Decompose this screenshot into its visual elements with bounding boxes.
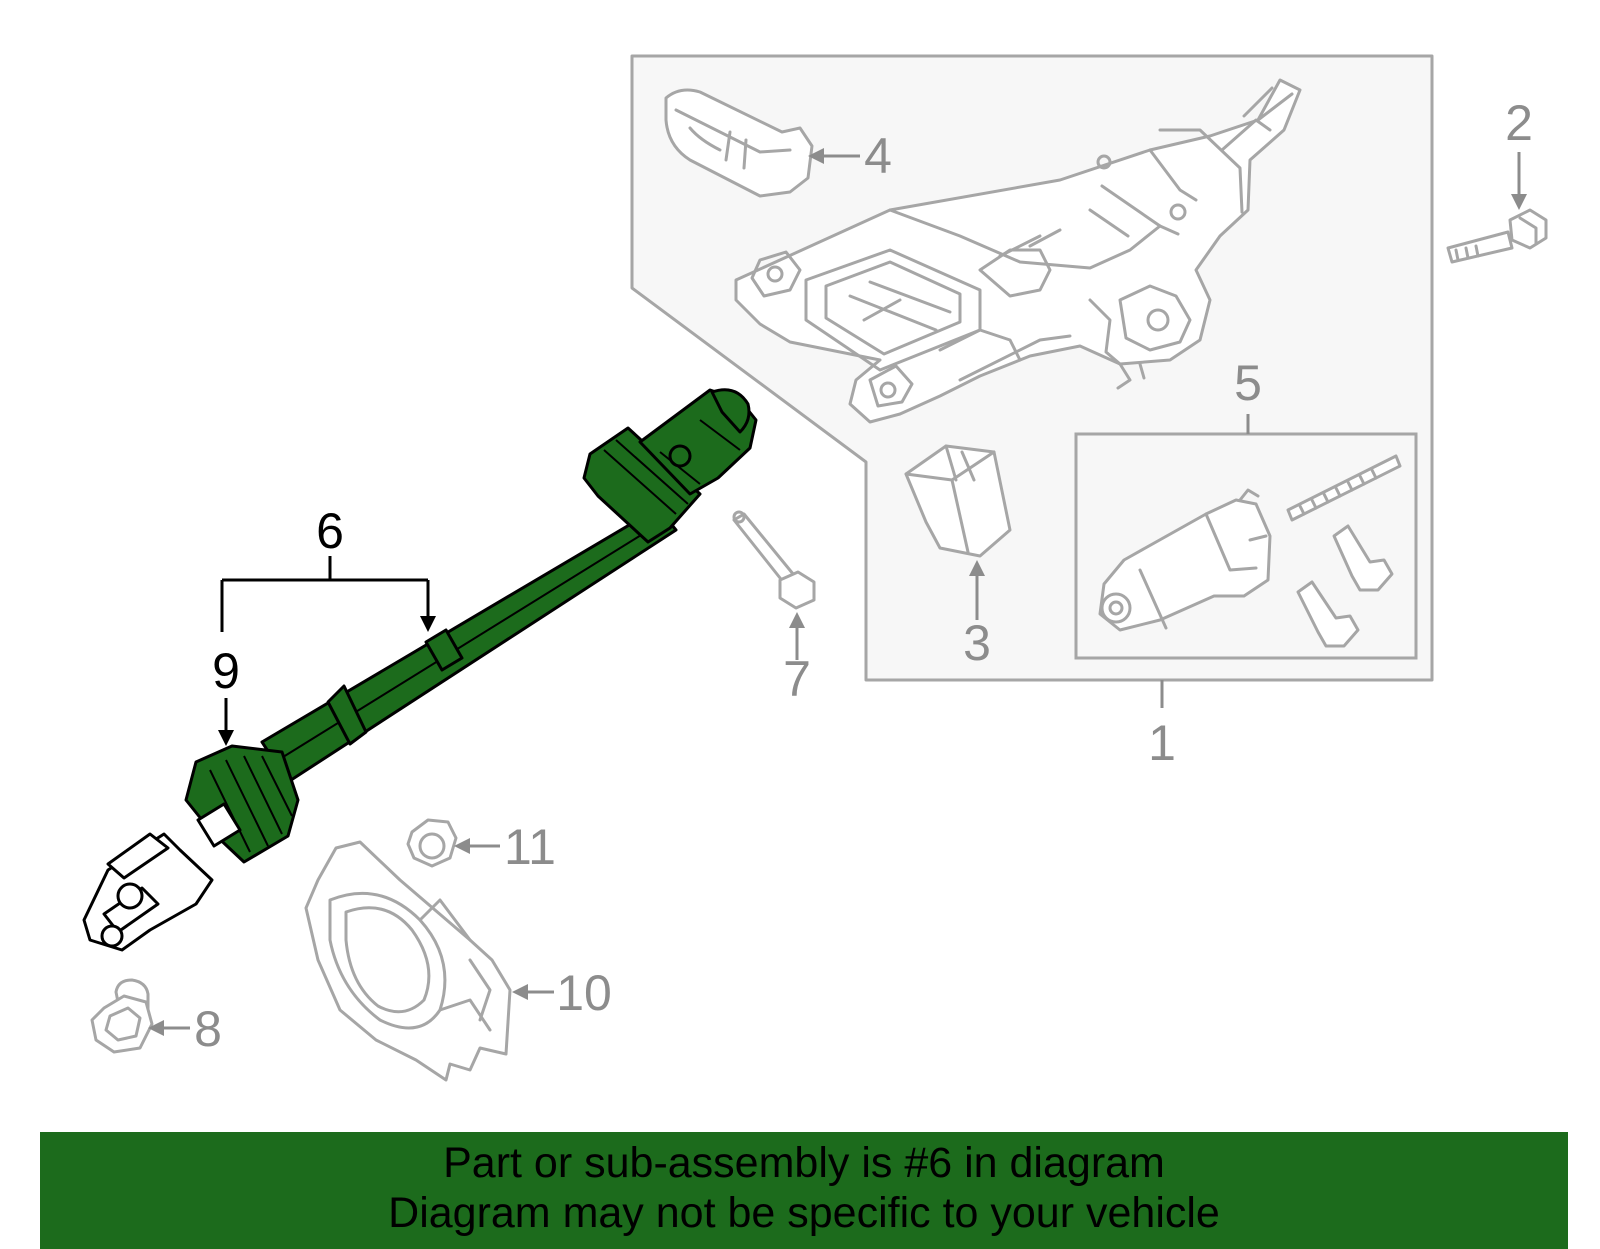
- callout-6: 6: [316, 503, 344, 559]
- part-6-intermediate-shaft: [184, 388, 758, 864]
- callout-7: 7: [783, 651, 811, 707]
- callout-3: 3: [963, 615, 991, 671]
- info-banner: Part or sub-assembly is #6 in diagram Di…: [40, 1132, 1568, 1249]
- callout-8: 8: [194, 1001, 222, 1057]
- callout-9: 9: [212, 643, 240, 699]
- callout-4: 4: [864, 128, 892, 184]
- callout-2: 2: [1505, 95, 1533, 151]
- callout-10: 10: [556, 965, 612, 1021]
- banner-line-2: Diagram may not be specific to your vehi…: [388, 1189, 1220, 1237]
- part-5-motor-kit: [1098, 454, 1402, 648]
- part-3-bracket: [904, 444, 1012, 558]
- part-11-nut: [406, 818, 458, 868]
- callout-leaders: [148, 148, 1527, 1036]
- part-8-bolt: [90, 978, 154, 1054]
- callout-1: 1: [1148, 715, 1176, 771]
- part-7-bolt: [732, 510, 816, 610]
- callout-11: 11: [504, 819, 556, 875]
- part-4-cover: [664, 88, 814, 198]
- banner-line-1: Part or sub-assembly is #6 in diagram: [443, 1139, 1165, 1187]
- part-2-bolt: [1446, 208, 1548, 264]
- part-6-lower-u-joint: [82, 802, 242, 952]
- part-1-steering-column: [734, 78, 1302, 424]
- part-10-boot: [304, 840, 512, 1082]
- callout-5: 5: [1234, 355, 1262, 411]
